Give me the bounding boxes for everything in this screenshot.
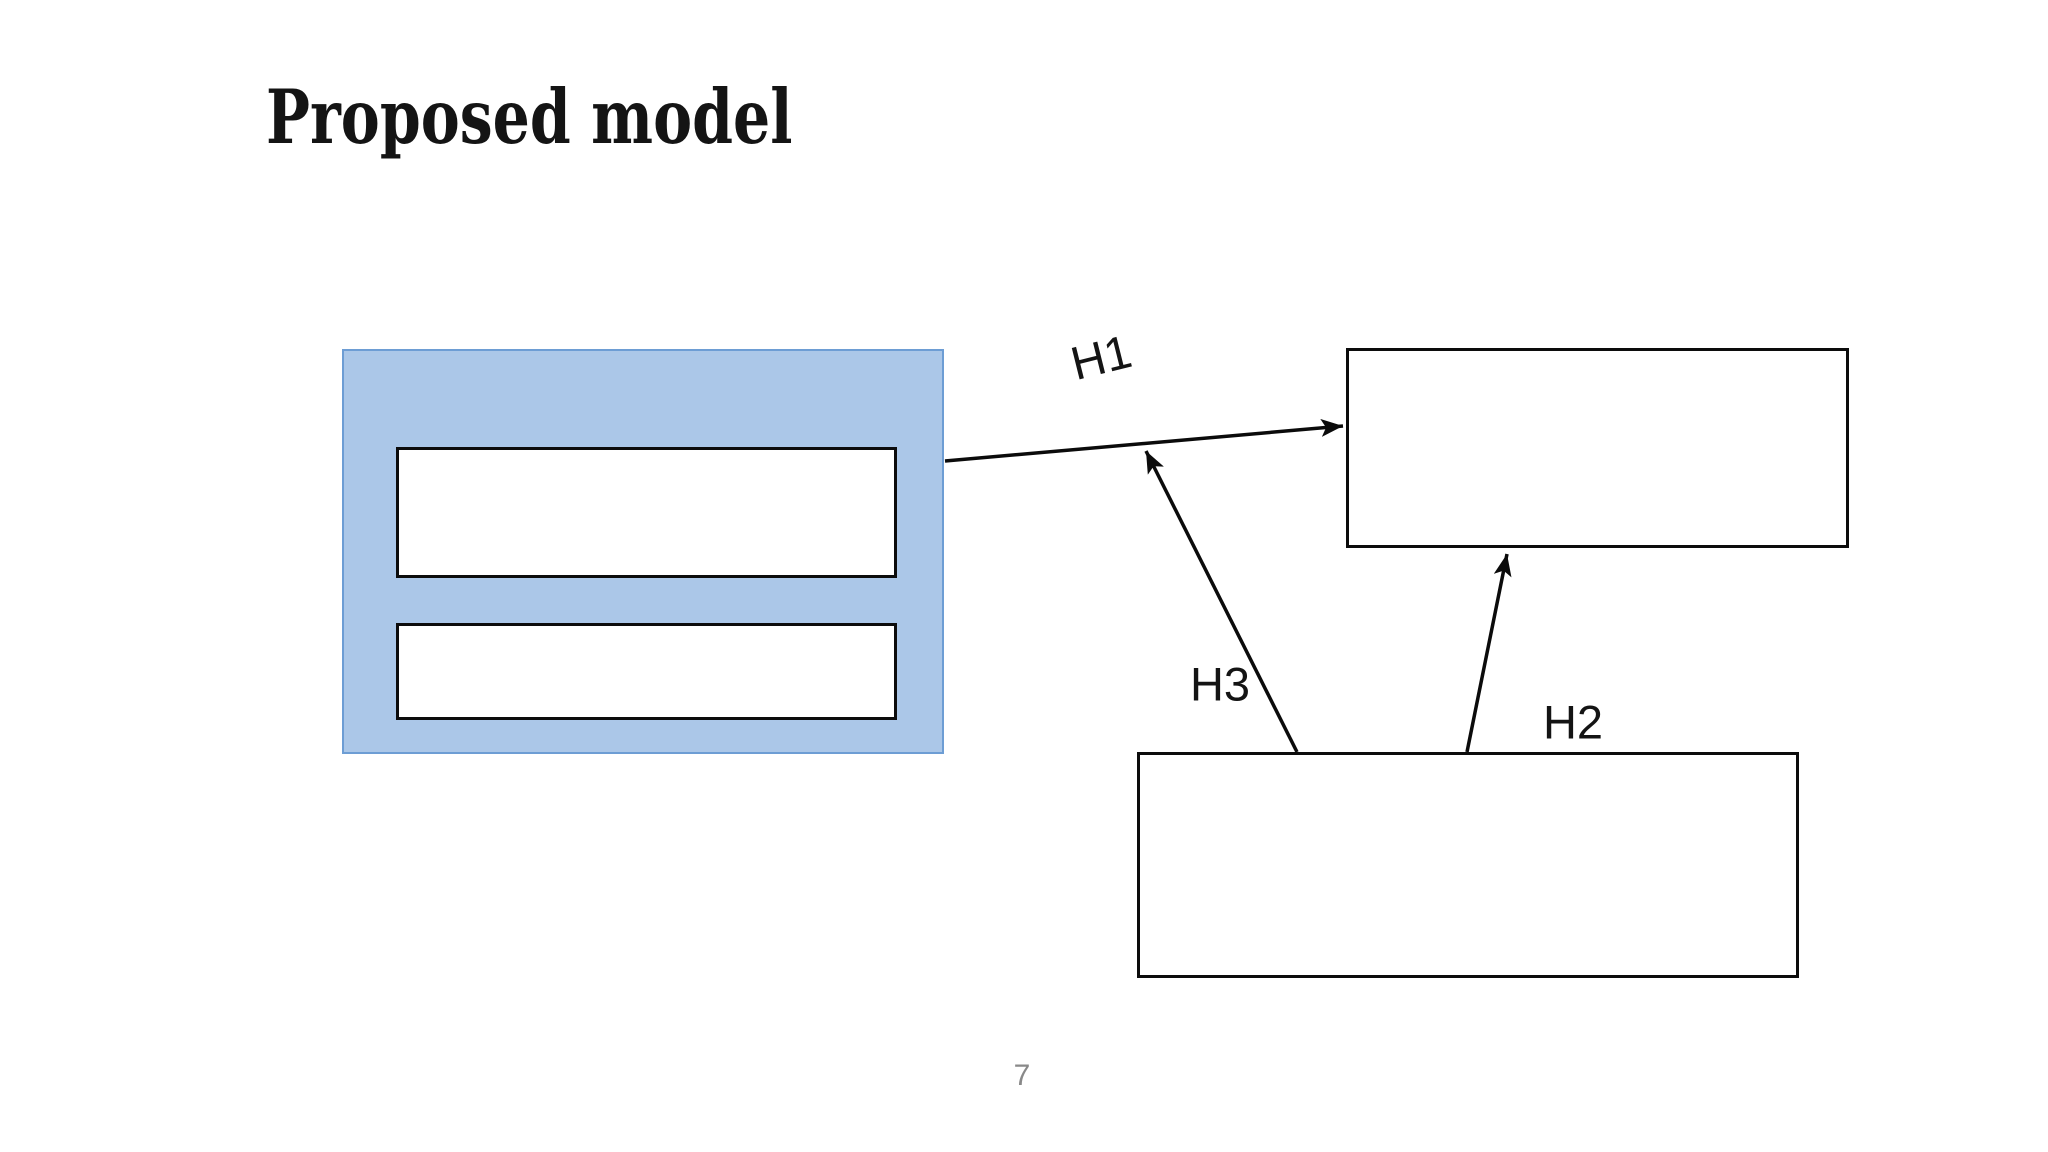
moderator-box <box>1137 752 1799 978</box>
h2-arrow <box>1465 553 1512 753</box>
predictor-group-panel <box>342 349 944 754</box>
slide-title: Proposed model <box>266 73 793 161</box>
predictor-box-2 <box>396 623 897 720</box>
h1-arrow <box>944 418 1344 463</box>
h2-label: H2 <box>1542 695 1604 749</box>
h1-label: H1 <box>1065 324 1137 390</box>
outcome-box <box>1346 348 1849 548</box>
page-number: 7 <box>1013 1059 1031 1092</box>
predictor-box-1 <box>396 447 897 578</box>
h3-label: H3 <box>1189 657 1251 711</box>
